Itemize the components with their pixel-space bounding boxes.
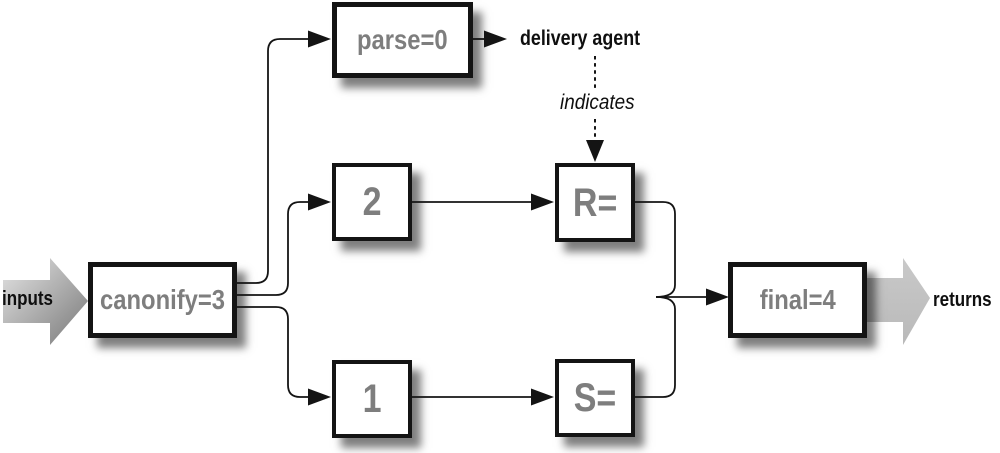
node-sender-rules-label: S= (573, 376, 617, 420)
node-recipient-rules-label: R= (572, 180, 618, 225)
node-sender-rules: S= (555, 359, 635, 437)
wire-canonify-to-rule1 (237, 306, 308, 398)
node-rule-1-label: 1 (362, 377, 382, 421)
wire-canonify-to-rule2 (237, 201, 308, 296)
node-rule-2-label: 2 (362, 180, 382, 224)
arrowhead-into-final (706, 288, 729, 306)
node-parse: parse=0 (332, 2, 473, 78)
node-rule-1: 1 (332, 360, 412, 438)
returns-block-arrow (858, 258, 930, 345)
node-rule-2: 2 (332, 163, 412, 241)
node-canonify-label: canonify=3 (99, 284, 226, 315)
wire-r-to-merge (635, 201, 676, 298)
returns-label: returns (933, 289, 992, 311)
arrowhead-into-s (531, 388, 554, 406)
node-final: final=4 (728, 262, 867, 338)
wire-canonify-to-parse (237, 38, 308, 284)
node-recipient-rules: R= (555, 163, 635, 242)
arrowhead-into-rule1 (308, 388, 331, 406)
arrowhead-into-delivery-agent (484, 30, 507, 48)
delivery-agent-label: delivery agent (520, 27, 641, 50)
node-parse-label: parse=0 (357, 24, 448, 55)
wire-s-to-merge (635, 296, 676, 398)
arrowhead-into-rule2 (308, 193, 331, 211)
arrowhead-indicates-into-r (586, 140, 604, 162)
arrowhead-into-parse (308, 30, 331, 48)
inputs-label: inputs (2, 288, 53, 310)
node-final-label: final=4 (759, 284, 836, 315)
arrowhead-into-r (531, 193, 554, 211)
node-canonify: canonify=3 (88, 262, 237, 338)
indicates-label: indicates (560, 91, 635, 114)
